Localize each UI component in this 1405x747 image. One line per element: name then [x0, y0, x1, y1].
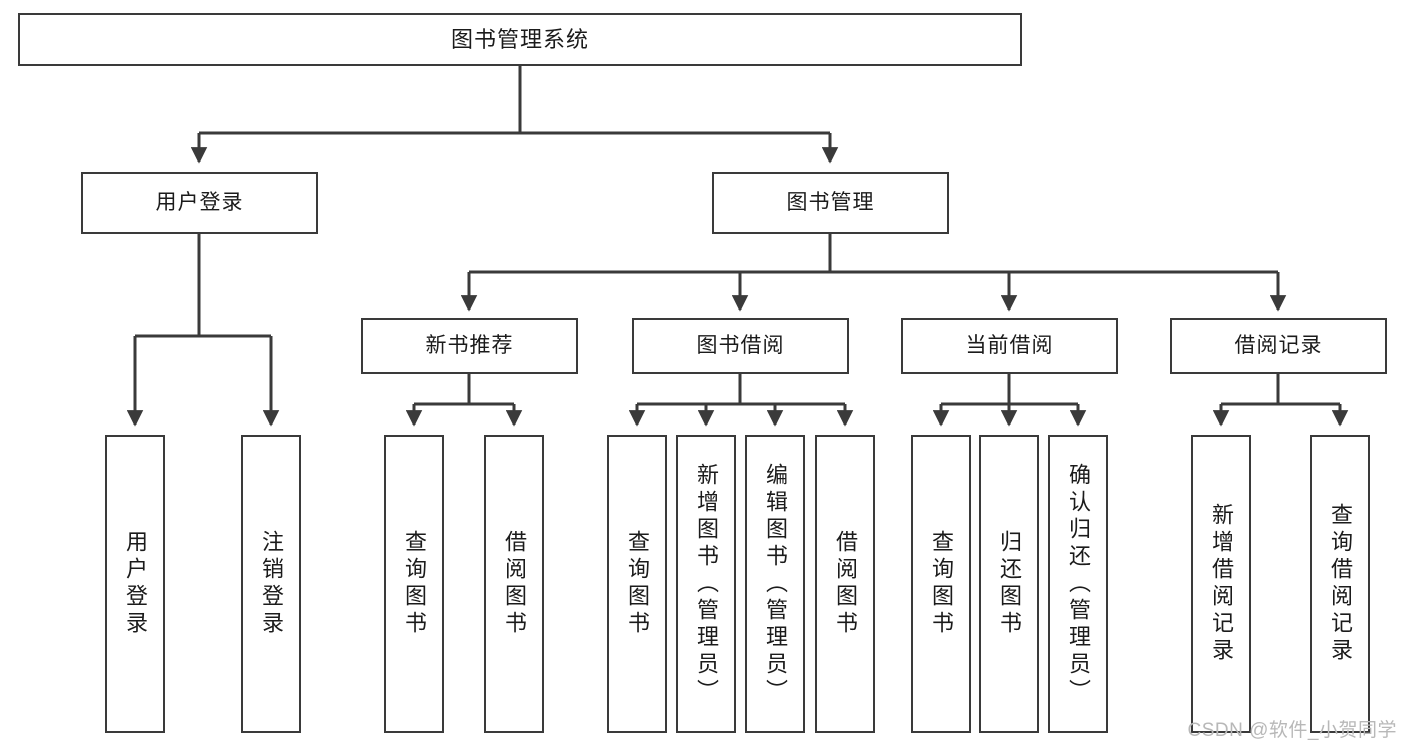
node-leaf-return-book[interactable]: 归还图书	[979, 435, 1039, 733]
node-label: 查询图书	[929, 530, 954, 638]
node-leaf-query-book-borrow[interactable]: 查询图书	[607, 435, 667, 733]
node-label: 确认归还（管理员）	[1066, 462, 1091, 706]
node-leaf-add-book-admin[interactable]: 新增图书（管理员）	[676, 435, 736, 733]
node-leaf-query-book-recommend[interactable]: 查询图书	[384, 435, 444, 733]
node-label: 查询图书	[625, 530, 650, 638]
node-label: 借阅图书	[833, 530, 858, 638]
node-label: 借阅图书	[502, 530, 527, 638]
node-level2-book-management[interactable]: 图书管理	[712, 172, 949, 234]
node-label: 注销登录	[259, 530, 284, 638]
node-leaf-borrow-book-recommend[interactable]: 借阅图书	[484, 435, 544, 733]
node-label: 当前借阅	[965, 333, 1054, 357]
node-level3-book-borrow[interactable]: 图书借阅	[632, 318, 849, 374]
node-leaf-confirm-return-admin[interactable]: 确认归还（管理员）	[1048, 435, 1108, 733]
node-leaf-logout[interactable]: 注销登录	[241, 435, 301, 733]
node-label: 新增借阅记录	[1209, 503, 1234, 665]
node-label: 图书管理	[786, 190, 875, 214]
node-level3-borrow-records[interactable]: 借阅记录	[1170, 318, 1387, 374]
node-label: 查询借阅记录	[1328, 503, 1353, 665]
node-leaf-add-borrow-record[interactable]: 新增借阅记录	[1191, 435, 1251, 733]
node-leaf-borrow-book[interactable]: 借阅图书	[815, 435, 875, 733]
node-label: 图书管理系统	[450, 26, 589, 52]
node-leaf-query-book-current[interactable]: 查询图书	[911, 435, 971, 733]
node-label: 借阅记录	[1234, 333, 1323, 357]
node-level2-user-login[interactable]: 用户登录	[81, 172, 318, 234]
node-leaf-query-borrow-record[interactable]: 查询借阅记录	[1310, 435, 1370, 733]
node-label: 图书借阅	[696, 333, 785, 357]
watermark: CSDN @软件_小贺同学	[1187, 720, 1397, 741]
node-level3-new-book-recommend[interactable]: 新书推荐	[361, 318, 578, 374]
node-root[interactable]: 图书管理系统	[18, 13, 1022, 66]
node-label: 用户登录	[123, 530, 148, 638]
node-level3-current-borrow[interactable]: 当前借阅	[901, 318, 1118, 374]
node-label: 归还图书	[997, 530, 1022, 638]
node-label: 用户登录	[155, 190, 244, 214]
node-leaf-user-login[interactable]: 用户登录	[105, 435, 165, 733]
node-label: 新增图书（管理员）	[694, 462, 719, 706]
node-label: 查询图书	[402, 530, 427, 638]
node-leaf-edit-book-admin[interactable]: 编辑图书（管理员）	[745, 435, 805, 733]
node-label: 编辑图书（管理员）	[763, 462, 788, 706]
node-label: 新书推荐	[425, 333, 514, 357]
